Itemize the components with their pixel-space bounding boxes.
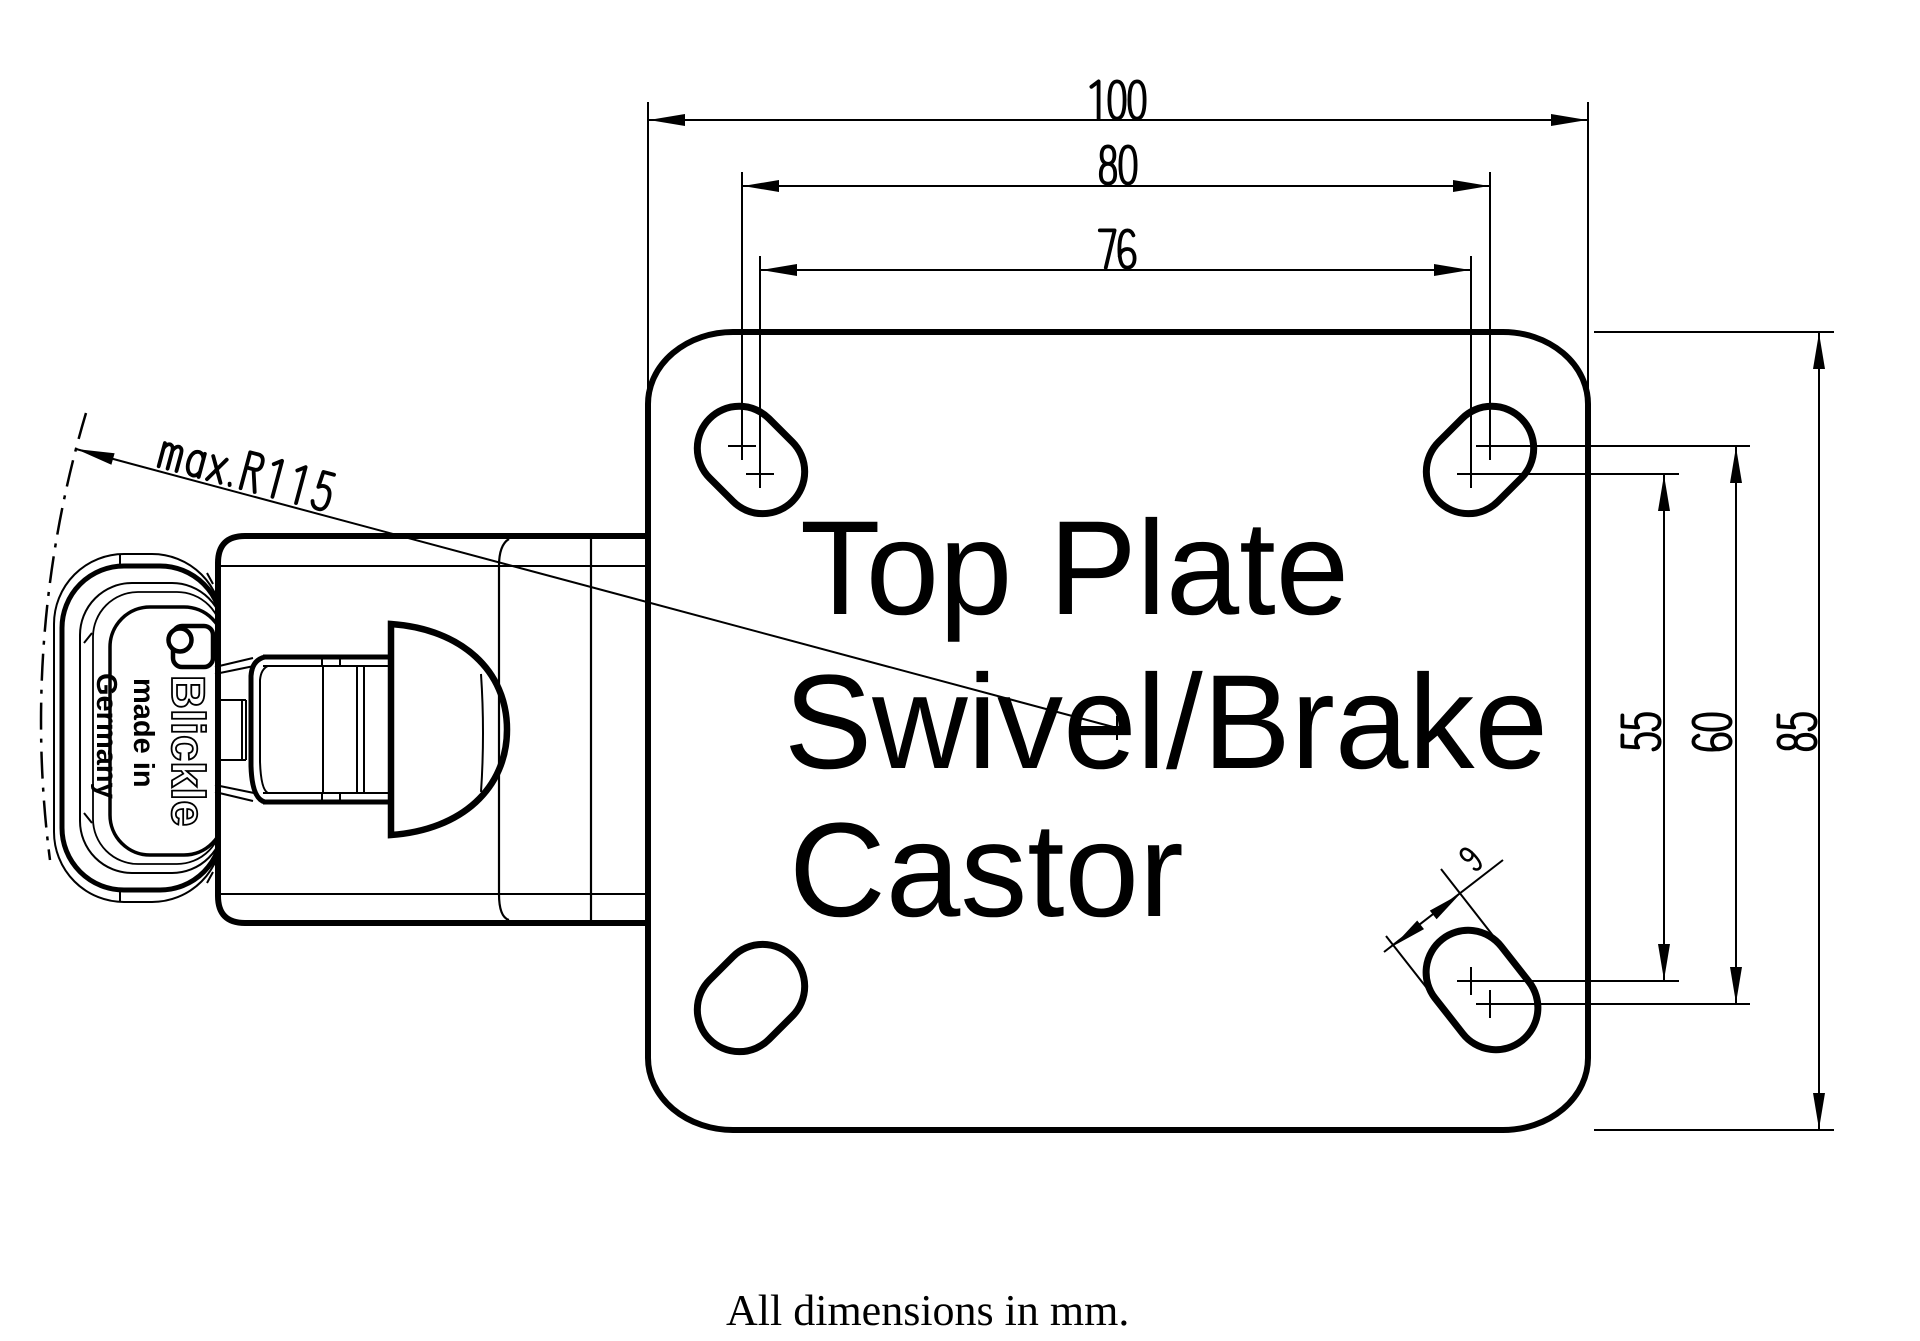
svg-text:Top Plate: Top Plate bbox=[800, 494, 1349, 643]
svg-text:made in: made in bbox=[127, 678, 159, 788]
svg-text:Germany: Germany bbox=[90, 673, 122, 799]
svg-text:Castor: Castor bbox=[789, 796, 1184, 945]
svg-text:Blickle: Blickle bbox=[162, 675, 215, 827]
svg-text:All dimensions in mm.: All dimensions in mm. bbox=[726, 1286, 1129, 1335]
svg-text:Swivel/Brake: Swivel/Brake bbox=[784, 648, 1548, 797]
